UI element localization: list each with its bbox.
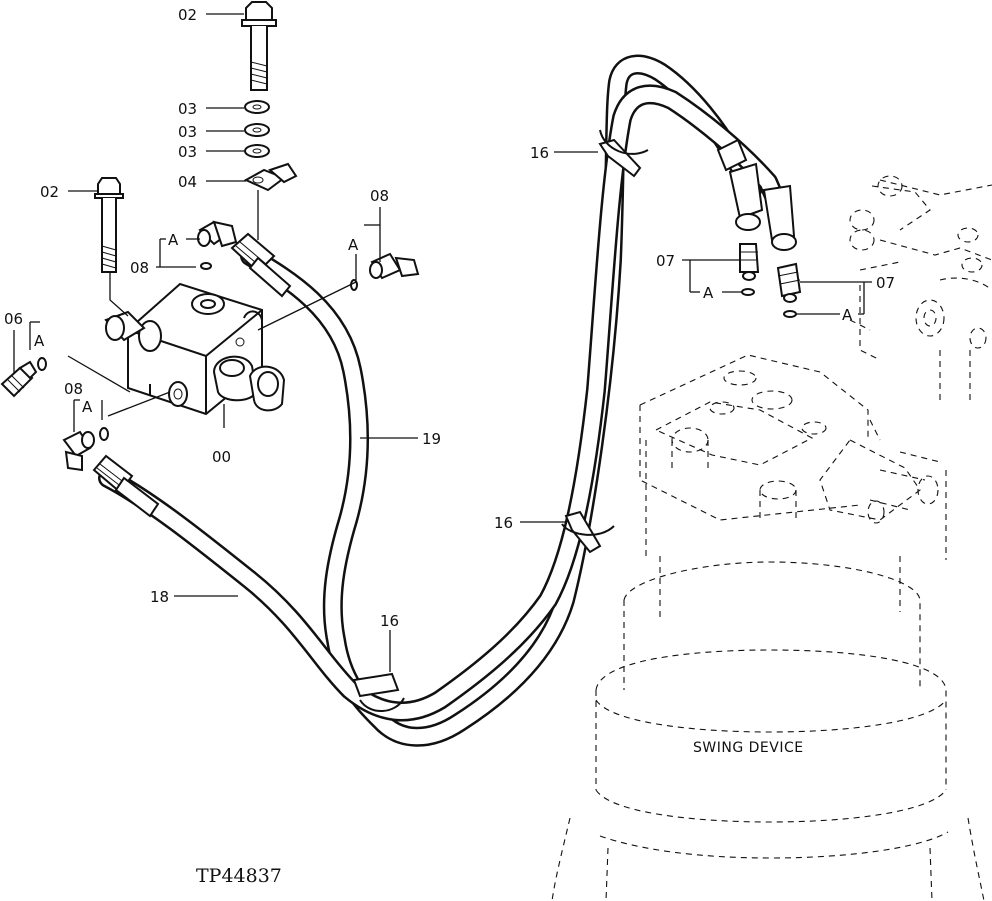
label-clamp-top: 16 [530, 144, 549, 162]
hose-end-elbows-right [716, 138, 797, 251]
label-ref-adapter-right: A [842, 306, 853, 324]
label-washer-1: 03 [178, 100, 197, 118]
label-clamp-low: 16 [380, 612, 399, 630]
label-adapter-right: 07 [876, 274, 895, 292]
adapter-right [776, 262, 802, 318]
label-hose-19: 19 [422, 430, 441, 448]
fitting-left [0, 360, 38, 398]
figure-id: TP44837 [196, 865, 282, 887]
label-adapter-left: 07 [656, 252, 675, 270]
swing-device-drawing: SWING DEVICE [551, 175, 992, 901]
label-bracket: 04 [178, 173, 197, 191]
hose-end-fitting-lower [92, 454, 160, 518]
label-elbow-upper: 08 [130, 259, 149, 277]
valve-block [104, 282, 286, 416]
bolt-top [241, 1, 277, 91]
label-clamp-mid: 16 [494, 514, 513, 532]
hose-18 [98, 84, 790, 722]
clamp-low [352, 672, 405, 712]
o-rings [37, 357, 109, 441]
label-fitting-left: 06 [4, 310, 23, 328]
elbow-upper [197, 220, 238, 270]
label-elbow-right: 08 [370, 187, 389, 205]
elbow-lower [62, 430, 95, 472]
bolt-left [94, 177, 124, 273]
label-bolt-top: 02 [178, 6, 197, 24]
adapter-left [739, 243, 760, 296]
washer-2 [244, 123, 270, 137]
washer-1 [244, 100, 270, 114]
label-hose-18: 18 [150, 588, 169, 606]
label-bolt-left: 02 [40, 183, 59, 201]
hose-end-fitting-upper [230, 232, 292, 298]
leader-lines [13, 13, 872, 672]
elbow-right [350, 252, 420, 291]
label-washer-2: 03 [178, 123, 197, 141]
label-washer-3: 03 [178, 143, 197, 161]
label-ref-right: A [348, 236, 359, 254]
label-ref-adapter-left: A [703, 284, 714, 302]
bracket [243, 162, 298, 192]
hose-19 [240, 54, 762, 747]
swing-device-label: SWING DEVICE [693, 740, 804, 756]
part-labels: 02 03 03 03 04 02 08 A 08 A 06 A 08 A 00… [4, 6, 895, 630]
label-ref-left: A [34, 332, 45, 350]
label-elbow-lower: 08 [64, 380, 83, 398]
washer-3 [244, 144, 270, 158]
clamp-mid [561, 510, 615, 554]
label-ref-upper: A [168, 231, 179, 249]
label-ref-lower: A [82, 398, 93, 416]
clamp-top [598, 129, 649, 178]
label-valve: 00 [212, 448, 231, 466]
